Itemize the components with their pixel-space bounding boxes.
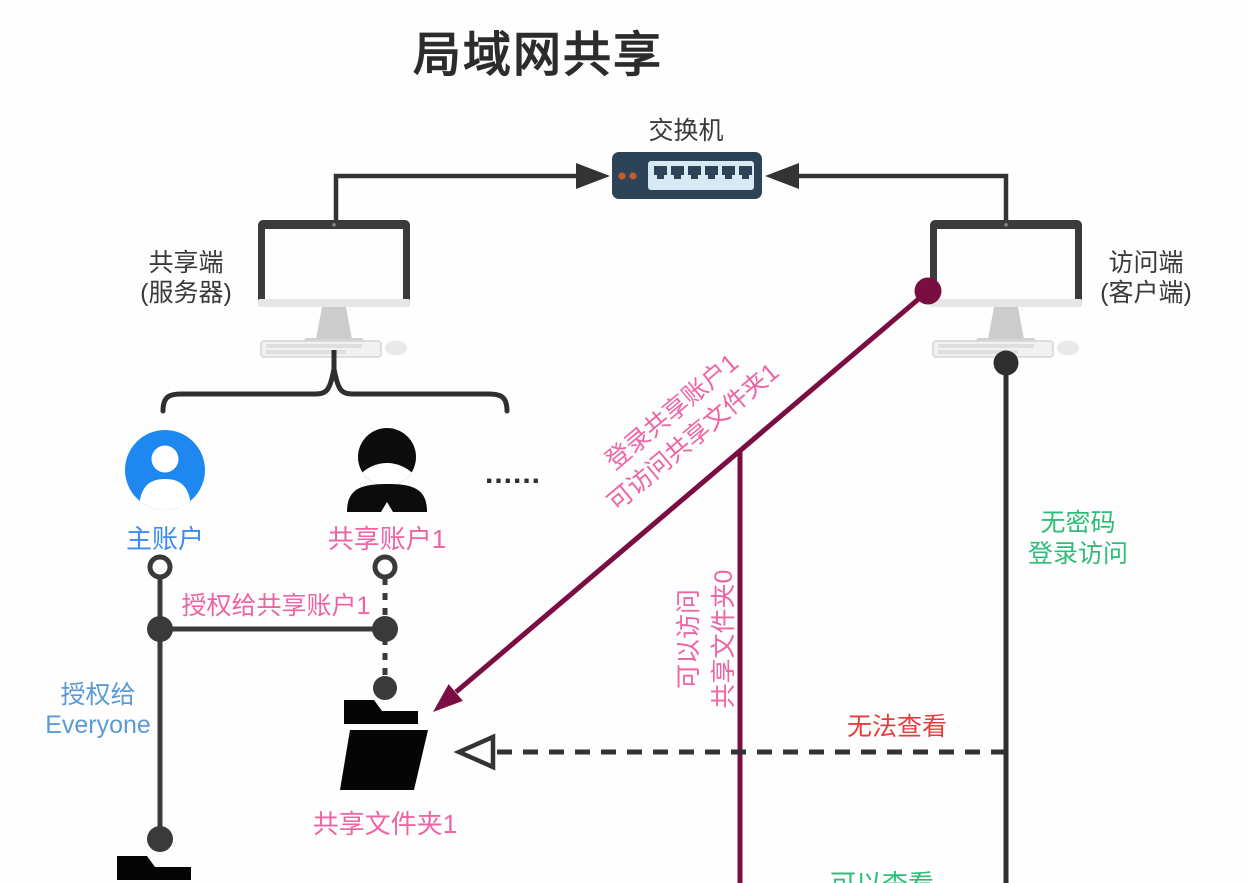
everyone-folder-icon: [117, 856, 191, 880]
main-account-icon: [125, 430, 205, 510]
switch-label: 交换机: [648, 117, 724, 145]
arrowhead-to-folder1: [433, 684, 463, 712]
open-arrowhead-to-folder1: [453, 733, 496, 771]
client-computer-icon: [930, 220, 1082, 358]
folder-anchor-dot: [373, 676, 397, 700]
authorize-shared-account-label: 授权给共享账户1: [181, 592, 371, 620]
client-label-line2: (客户端): [1100, 279, 1192, 307]
login-access-line: [454, 289, 930, 694]
shared-folder1-icon: [340, 700, 428, 790]
junction-dot: [147, 616, 173, 642]
accounts-brace: [160, 368, 510, 414]
client-label: 访问端 (客户端): [1066, 248, 1226, 308]
server-label-line1: 共享端: [148, 249, 224, 277]
keyboard: [932, 340, 1054, 358]
folder-anchor-dot: [147, 826, 173, 852]
can-access-line1: 可以访问: [675, 589, 703, 690]
more-accounts-ellipsis: ......: [484, 457, 541, 490]
can-view-label: 可以查看: [802, 868, 962, 883]
monitor-stand: [988, 307, 1024, 339]
server-label: 共享端 (服务器): [106, 248, 266, 308]
monitor-stand: [316, 307, 352, 339]
mouse: [385, 340, 407, 356]
switch-icon: [612, 152, 762, 199]
page-title: 局域网共享: [412, 29, 663, 82]
shared-account-port-circle: [372, 554, 398, 580]
mouse: [1057, 340, 1079, 356]
client-label-line1: 访问端: [1108, 249, 1184, 277]
shared-account-label: 共享账户1: [327, 524, 447, 554]
client-bottom-dot: [993, 350, 1019, 376]
main-account-label: 主账户: [125, 524, 204, 554]
authorize-everyone-line1: 授权给: [60, 681, 136, 709]
authorize-everyone-line2: Everyone: [45, 711, 151, 739]
server-to-switch-line: [333, 173, 578, 222]
server-label-line2: (服务器): [140, 279, 232, 307]
switch-led-1: [618, 172, 626, 180]
main-account-port-circle: [147, 554, 173, 580]
arrowhead-into-switch-left: [576, 163, 610, 189]
switch-ports: [654, 166, 752, 179]
client-to-switch-line: [799, 173, 1009, 222]
webcam-dot: [332, 223, 336, 227]
server-computer-icon: [258, 220, 410, 358]
no-password-annotation: 无密码 登录访问: [998, 508, 1158, 570]
no-password-line2: 登录访问: [1027, 540, 1128, 568]
no-password-line1: 无密码: [1040, 509, 1116, 537]
cannot-view-label: 无法查看: [846, 713, 947, 741]
shared-folder1-label: 共享文件夹1: [312, 809, 458, 839]
webcam-dot: [1004, 223, 1008, 227]
can-access-line2: 共享文件夹0: [710, 569, 738, 709]
keyboard: [260, 340, 382, 358]
shared-account-icon: [347, 428, 427, 512]
authorize-everyone-label: 授权给 Everyone: [18, 680, 178, 740]
arrowhead-into-switch-right: [765, 163, 799, 189]
switch-led-2: [629, 172, 637, 180]
can-access-folder0-annotation: 可以访问 共享文件夹0: [672, 539, 742, 739]
